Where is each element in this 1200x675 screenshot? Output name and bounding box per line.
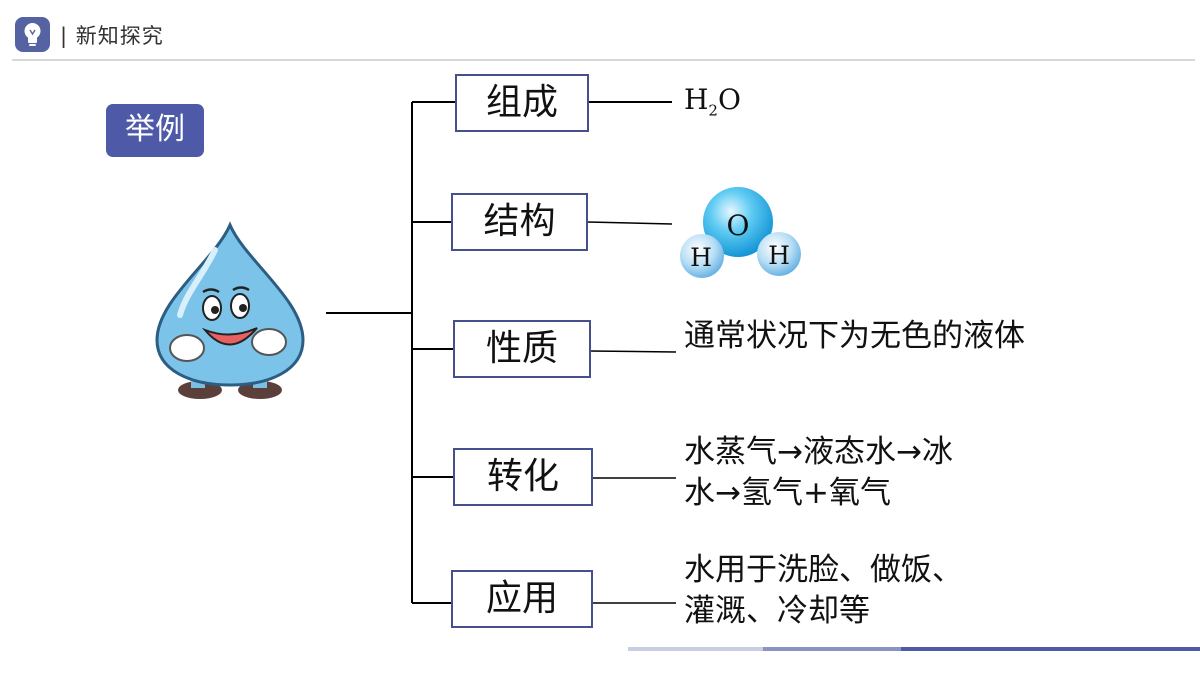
hydrogen-atom-right (757, 232, 801, 276)
oxygen-label: O (727, 209, 750, 242)
right-hand (251, 328, 287, 356)
property-description: 通常状况下为无色的液体 (684, 316, 1025, 357)
node-application: 应用 (451, 570, 593, 628)
water-drop-mascot (155, 221, 305, 399)
left-hand (169, 334, 205, 362)
header-divider (12, 59, 1195, 61)
application-line-1: 水用于洗脸、做饭、 (684, 552, 963, 588)
smile (201, 327, 258, 346)
transformation-description: 水蒸气→液态水→冰 水→氢气+氧气 (684, 432, 953, 514)
footer-bar-mid (763, 647, 901, 651)
hydrogen-label-right: H (768, 241, 790, 270)
example-badge: 举例 (106, 104, 204, 157)
application-line-2: 灌溉、冷却等 (684, 593, 870, 629)
water-molecule-diagram: O H H (680, 187, 801, 278)
node-property: 性质 (453, 320, 591, 378)
node-structure: 结构 (451, 193, 588, 251)
left-foot (178, 381, 222, 399)
footer-bar-light (628, 647, 763, 651)
oxygen-atom (703, 187, 773, 257)
section-title: | 新知探究 (60, 24, 164, 48)
footer-bar-dark (901, 647, 1200, 651)
hydrogen-atom-left (680, 234, 724, 278)
property-line: 通常状况下为无色的液体 (684, 318, 1025, 354)
application-description: 水用于洗脸、做饭、 灌溉、冷却等 (684, 550, 963, 632)
water-formula: H2O (684, 83, 741, 120)
hydrogen-label-left: H (690, 243, 712, 272)
right-foot (238, 381, 282, 399)
lightbulb-icon (15, 17, 50, 52)
node-composition: 组成 (455, 74, 589, 132)
transformation-line-2: 水→氢气+氧气 (684, 475, 891, 511)
node-transformation: 转化 (453, 448, 593, 506)
transformation-line-1: 水蒸气→液态水→冰 (684, 434, 953, 470)
